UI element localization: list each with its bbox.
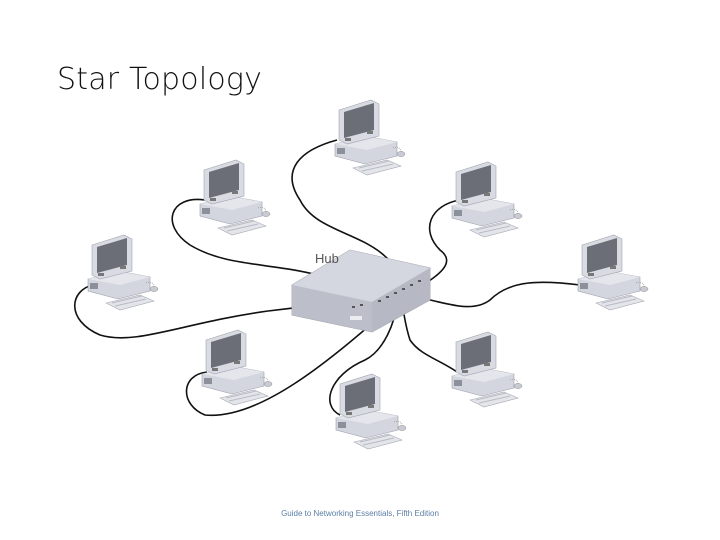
computer-icon (335, 373, 407, 450)
hub-device (291, 249, 431, 333)
slide-footer: Guide to Networking Essentials, Fifth Ed… (281, 509, 439, 518)
computer-icon (577, 234, 649, 311)
computer-icon (87, 234, 159, 311)
computer-icon (201, 329, 273, 406)
computer-icon (334, 99, 406, 176)
computer-icon (451, 331, 523, 408)
slide-title: Star Topology (57, 62, 263, 97)
computer-icon (451, 161, 523, 238)
cables (73, 139, 581, 416)
computer-icon (199, 159, 271, 236)
hub-label: Hub (315, 251, 339, 266)
